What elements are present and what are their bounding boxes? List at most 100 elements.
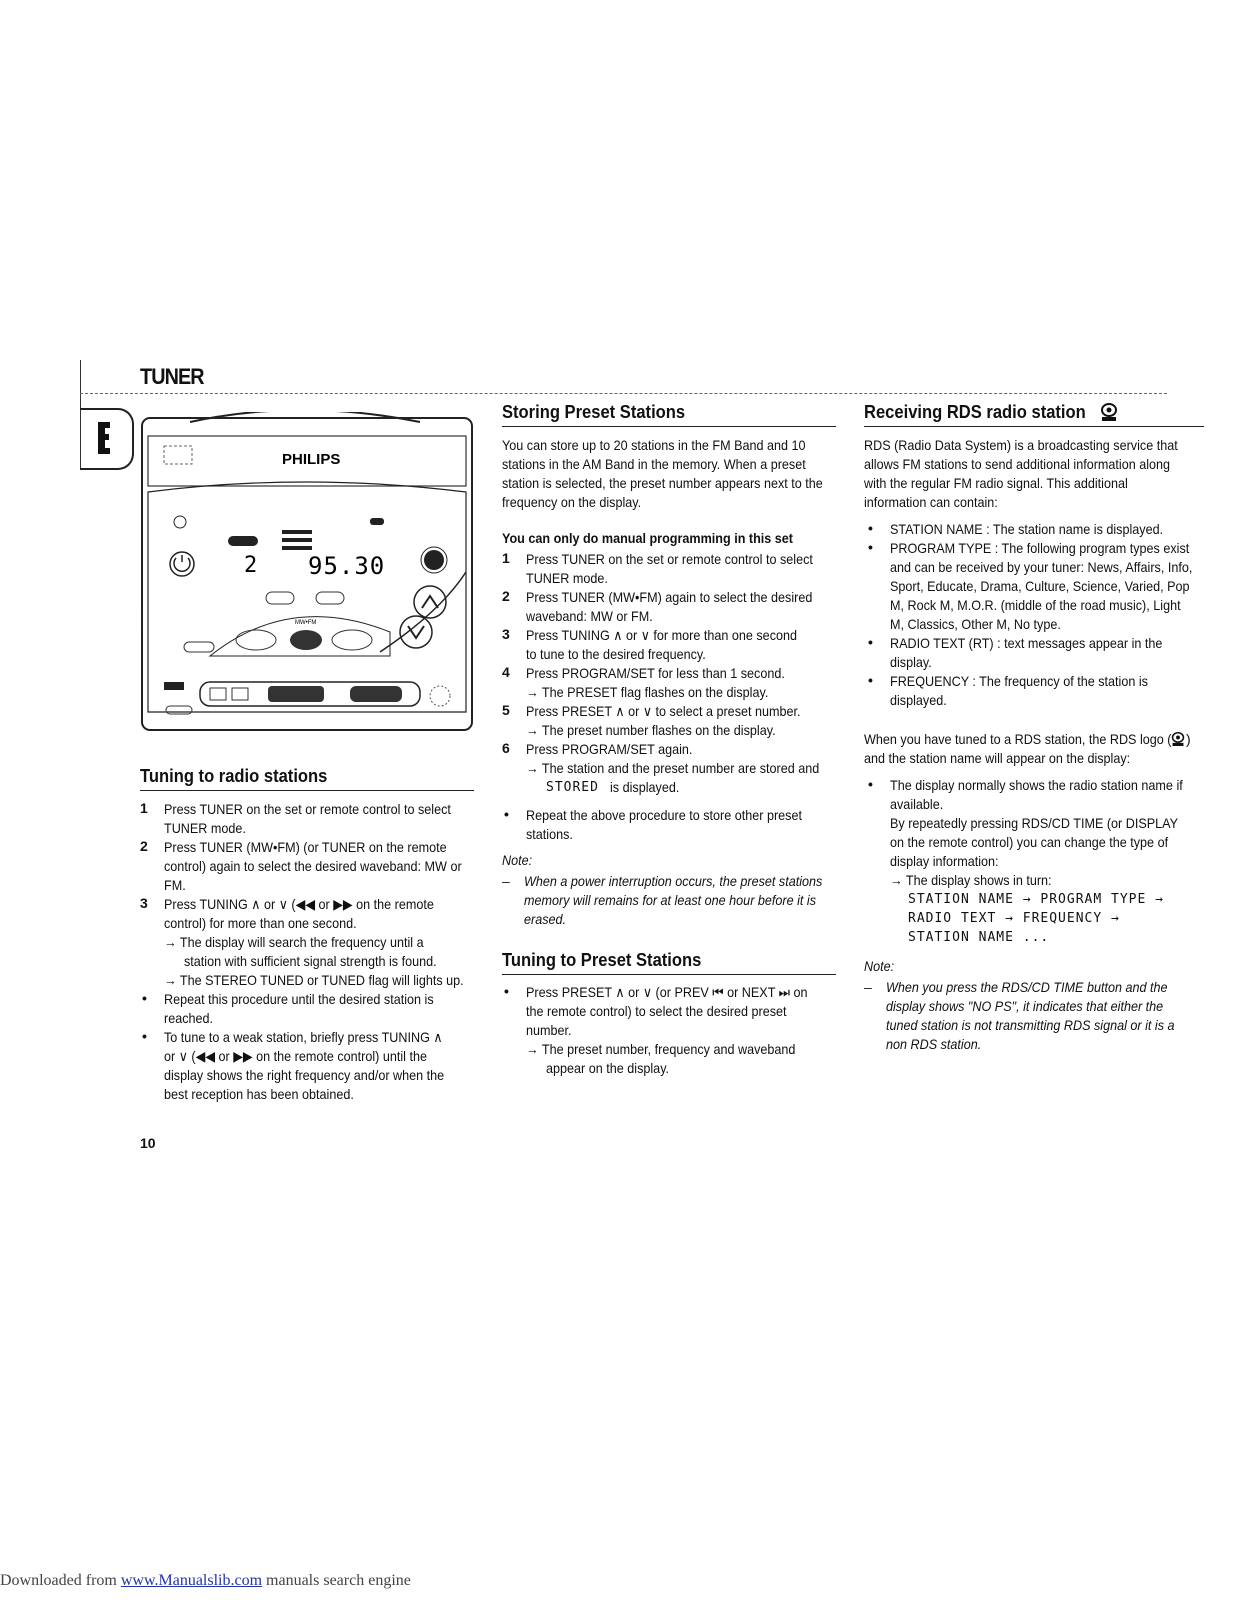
storing-step: → The preset number flashes on the displ… <box>526 722 776 738</box>
tuning-section: Tuning to radio stations <box>140 766 474 791</box>
page-number: 10 <box>140 1135 156 1151</box>
storing-intro-line: stations in the AM Band in the memory. W… <box>502 456 806 472</box>
rds-item-line: FREQUENCY : The frequency of the station… <box>890 673 1148 689</box>
tuning-line: Repeat this procedure until the desired … <box>164 991 434 1007</box>
tuning-line: Press TUNING ∧ or ∨ (◀◀ or ▶▶ on the rem… <box>164 896 434 912</box>
rds-logo-close: ) <box>1186 731 1191 747</box>
language-tab-icon <box>94 420 114 456</box>
rds-note-label: Note: <box>864 958 897 974</box>
storing-subtitle: You can only do manual programming in th… <box>502 530 825 546</box>
rds-note-line: When you press the RDS/CD TIME button an… <box>886 979 1168 995</box>
tuning-line: TUNER mode. <box>164 820 246 836</box>
tuning-line: best reception has been obtained. <box>164 1086 354 1102</box>
rds-bullet: • <box>868 520 873 536</box>
storing-note: – When a power interruption occurs, the … <box>502 873 823 927</box>
rds-item-line: RADIO TEXT (RT) : text messages appear i… <box>890 635 1163 651</box>
tuning-line: or ∨ (◀◀ or ▶▶ on the remote control) un… <box>164 1048 427 1064</box>
rds-bullet: • <box>868 634 873 650</box>
storing-title: Storing Preset Stations <box>502 402 686 422</box>
storing-step: Press PROGRAM/SET again. <box>526 741 693 757</box>
rds-display-line: The display normally shows the radio sta… <box>890 777 1183 793</box>
storing-step: to tune to the desired frequency. <box>526 646 706 662</box>
storing-step: Press TUNING ∧ or ∨ for more than one se… <box>526 627 798 643</box>
preset-tuning-bullet: • <box>504 983 509 999</box>
rds-item-line: M, Classics, Other M, No type. <box>890 616 1061 632</box>
rds-intro-line: RDS (Radio Data System) is a broadcastin… <box>864 437 1178 453</box>
tuning-line: FM. <box>164 877 186 893</box>
storing-step: Press PRESET ∧ or ∨ to select a preset n… <box>526 703 801 719</box>
rds-note-line: non RDS station. <box>886 1036 982 1052</box>
preset-tuning-section: Tuning to Preset Stations <box>502 950 836 975</box>
rds-intro-line: with the regular FM radio signal. This a… <box>864 475 1128 491</box>
device-band-label: MW•FM <box>295 620 316 626</box>
footer-suffix: manuals search engine <box>262 1572 411 1589</box>
tuning-line: To tune to a weak station, briefly press… <box>164 1029 443 1045</box>
tuning-line: → The display will search the frequency … <box>164 934 424 950</box>
storing-note-line: When a power interruption occurs, the pr… <box>524 873 823 889</box>
storing-step: waveband: MW or FM. <box>526 608 653 624</box>
tuning-title: Tuning to radio stations <box>140 766 328 786</box>
storing-step: Press TUNER (MW•FM) again to select the … <box>526 589 813 605</box>
storing-step: Repeat the above procedure to store othe… <box>526 807 802 823</box>
tuning-bullet: • <box>142 1028 147 1044</box>
storing-step: is displayed. <box>610 779 680 795</box>
tuning-marker-2: 2 <box>140 838 148 854</box>
storing-bullet: • <box>504 806 509 822</box>
rds-note-label-text: Note: <box>864 958 895 974</box>
rds-rule <box>864 426 1204 427</box>
storing-marker-6: 6 <box>502 740 510 756</box>
rds-section: Receiving RDS radio station <box>864 402 1204 427</box>
preset-tuning-line: → The preset number, frequency and waveb… <box>526 1041 796 1057</box>
footer: Downloaded from www.Manualslib.com manua… <box>0 1572 411 1590</box>
storing-note-line: erased. <box>524 911 567 927</box>
tuning-list: 1 Press TUNER on the set or remote contr… <box>140 800 480 1110</box>
storing-step: → The PRESET flag flashes on the display… <box>526 684 769 700</box>
device-brand: PHILIPS <box>282 451 340 468</box>
storing-note-line: memory will remains for at least one hou… <box>524 892 817 908</box>
storing-marker-5: 5 <box>502 702 510 718</box>
rds-bullet: • <box>868 672 873 688</box>
rds-intro-line: information can contain: <box>864 494 998 510</box>
tuning-bullet: • <box>142 990 147 1006</box>
header-rule <box>80 393 1167 394</box>
rds-logo-icon <box>1100 402 1118 427</box>
tuning-line: Press TUNER (MW•FM) (or TUNER on the rem… <box>164 839 447 855</box>
preset-tuning-line: number. <box>526 1022 572 1038</box>
tuning-line: display shows the right frequency and/or… <box>164 1067 445 1083</box>
storing-step: TUNER mode. <box>526 570 608 586</box>
rds-display-line: on the remote control) you can change th… <box>890 834 1169 850</box>
storing-note-label: Note: <box>502 852 535 868</box>
tuning-line: → The STEREO TUNED or TUNED flag will li… <box>164 972 464 988</box>
rds-item-line: M, Rock M, M.O.R. (middle of the road mu… <box>890 597 1181 613</box>
rds-note-line: tuned station is not transmitting RDS si… <box>886 1017 1175 1033</box>
rds-logo-paragraph: When you have tuned to a RDS station, th… <box>864 730 1209 770</box>
footer-prefix: Downloaded from <box>0 1572 121 1589</box>
rds-item-line: displayed. <box>890 692 947 708</box>
storing-lcd-stored: STORED <box>546 780 599 795</box>
preset-tuning-line: the remote control) to select the desire… <box>526 1003 787 1019</box>
storing-step: Press PROGRAM/SET for less than 1 second… <box>526 665 785 681</box>
storing-section: Storing Preset Stations <box>502 402 836 427</box>
rds-note-line: display shows "NO PS", it indicates that… <box>886 998 1164 1014</box>
rds-logo-line: When you have tuned to a RDS station, th… <box>864 731 1172 747</box>
rds-item-line: Sport, Educate, Drama, Culture, Science,… <box>890 578 1190 594</box>
storing-marker-4: 4 <box>502 664 510 680</box>
rds-lcd-sequence: STATION NAME → PROGRAM TYPE → <box>908 892 1164 907</box>
storing-subtitle-text: You can only do manual programming in th… <box>502 530 794 546</box>
rds-intro-line: allows FM stations to send additional in… <box>864 456 1171 472</box>
storing-steps: 1 Press TUNER on the set or remote contr… <box>502 550 842 842</box>
storing-step: → The station and the preset number are … <box>526 760 820 776</box>
preset-tuning-line: Press PRESET ∧ or ∨ (or PREV ⏮ or NEXT ⏭… <box>526 984 808 1000</box>
rds-note: – When you press the RDS/CD TIME button … <box>864 979 1175 1052</box>
preset-tuning-list: • Press PRESET ∧ or ∨ (or PREV ⏮ or NEXT… <box>502 983 842 1083</box>
footer-link[interactable]: www.Manualslib.com <box>120 1572 263 1589</box>
rds-logo-line: and the station name will appear on the … <box>864 750 1131 766</box>
device-illustration: PHILIPS 2 95.30 MW•FM <box>140 409 474 734</box>
tuning-line: station with sufficient signal strength … <box>184 953 437 969</box>
storing-intro-line: station is selected, the preset number a… <box>502 475 823 491</box>
storing-note-label-text: Note: <box>502 852 533 868</box>
rds-item-line: and can be received by your tuner: News,… <box>890 559 1193 575</box>
rds-logo-small-icon <box>1171 731 1185 752</box>
rds-display-line: available. <box>890 796 944 812</box>
section-title: TUNER <box>140 364 205 389</box>
